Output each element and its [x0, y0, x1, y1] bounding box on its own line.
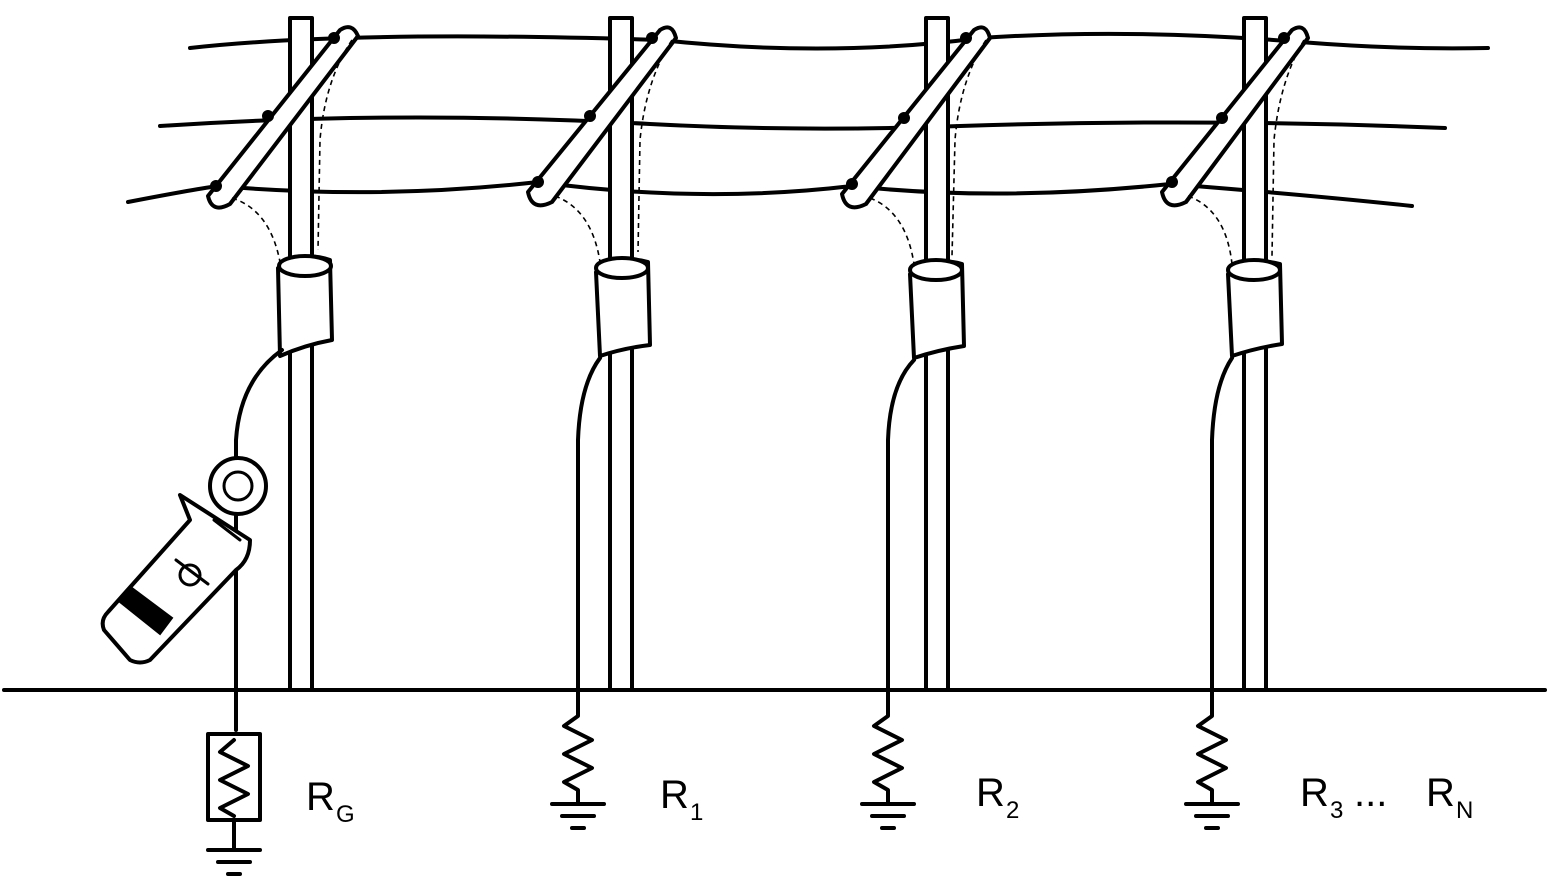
label-rg-main: R: [306, 775, 335, 819]
label-r1-main: R: [660, 773, 689, 817]
dashed-lead: [554, 195, 601, 263]
insulator: [1278, 32, 1290, 44]
insulator: [532, 176, 544, 188]
ground-lead: [234, 348, 284, 732]
dashed-lead: [1271, 39, 1305, 257]
sleeve-top: [277, 254, 333, 278]
label-ellipsis: ...: [1354, 771, 1387, 815]
clamp-meter-icon: [100, 456, 268, 665]
ground-symbol-icon: [550, 802, 606, 830]
insulator: [584, 110, 596, 122]
label-r3-sub: 3: [1330, 797, 1343, 824]
insulator: [328, 32, 340, 44]
label-r2-sub: 2: [1006, 797, 1019, 824]
label-rg-sub: G: [336, 801, 355, 828]
crossarm: [840, 25, 992, 210]
resistor-zigzag: [562, 700, 594, 804]
crossarm: [1160, 25, 1310, 208]
ground-symbol-icon: [206, 848, 262, 876]
ground-lead: [886, 358, 916, 704]
insulator: [960, 32, 972, 44]
sleeve-top: [594, 256, 650, 280]
ground-lead: [576, 356, 602, 704]
dashed-lead: [231, 197, 281, 263]
pole-4: [1160, 16, 1310, 830]
clamp-jaw-inner: [222, 470, 254, 502]
bottom-wire: [126, 180, 1414, 208]
dashed-lead: [637, 39, 673, 253]
label-rn-sub: N: [1456, 797, 1473, 824]
ground-symbol-icon: [1184, 802, 1240, 830]
insulator: [1216, 112, 1228, 124]
insulator: [646, 32, 658, 44]
dashed-lead: [869, 197, 915, 265]
pole-3: [840, 16, 992, 830]
insulator: [898, 112, 910, 124]
dashed-lead: [1187, 195, 1233, 265]
clamp-jaw: [208, 456, 268, 516]
label-rn-main: R: [1426, 771, 1455, 815]
insulator: [262, 110, 274, 122]
pole-1: [100, 16, 360, 876]
pole-2: [526, 16, 678, 830]
label-r1: R 1: [660, 773, 703, 826]
resistor-zigzag: [218, 738, 250, 818]
resistor-zigzag: [1196, 700, 1228, 804]
insulator: [210, 180, 222, 192]
insulator: [846, 178, 858, 190]
sleeve-top: [1226, 258, 1282, 282]
crossarm: [206, 25, 360, 210]
clamp-meter-black-band: [118, 586, 174, 636]
dashed-lead: [951, 39, 987, 257]
meter-knob: [178, 563, 202, 587]
label-r3-rn: R 3 ... R N: [1300, 771, 1473, 824]
ground-lead: [1210, 356, 1234, 704]
sleeve-top: [908, 258, 964, 282]
label-r1-sub: 1: [690, 799, 703, 826]
dashed-lead: [317, 39, 353, 251]
label-r3-main: R: [1300, 771, 1329, 815]
label-r2-main: R: [976, 771, 1005, 815]
label-rg: R G: [306, 775, 355, 828]
resistor-box: [206, 732, 262, 822]
resistor-zigzag: [872, 700, 904, 804]
label-r2: R 2: [976, 771, 1019, 824]
insulator: [1166, 176, 1178, 188]
crossarm: [526, 25, 678, 208]
ground-symbol-icon: [860, 802, 916, 830]
